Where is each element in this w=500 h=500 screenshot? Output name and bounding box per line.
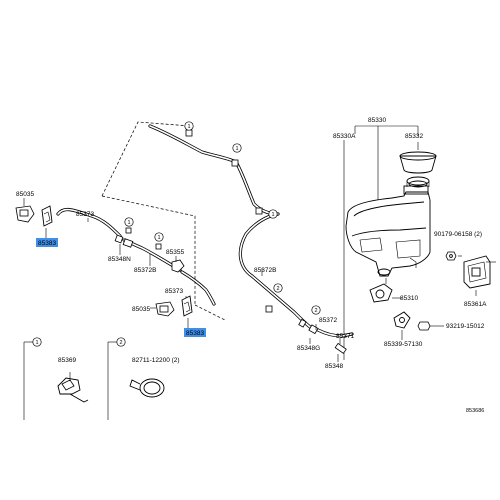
- part-labels: 85330 85330A 85332 85035 85383 85373 853…: [16, 117, 487, 414]
- label-85339: 85339-57130: [384, 341, 423, 348]
- bracket-85361A[interactable]: [463, 255, 496, 289]
- legend-separators: [23, 341, 117, 420]
- label-85035-top: 85035: [16, 191, 34, 198]
- grommet-85339[interactable]: [393, 311, 411, 329]
- label-85035-mid: 85035: [132, 306, 150, 313]
- hose-85372B-long[interactable]: [148, 124, 316, 332]
- joint-85348N[interactable]: [114, 234, 134, 248]
- diagram-code: 853686: [466, 408, 484, 414]
- reservoir-bracket: [343, 125, 419, 360]
- label-85348N: 85348N: [108, 256, 131, 263]
- routing-dashed-line: [101, 121, 226, 321]
- label-85383-mid: 85383: [186, 330, 204, 337]
- label-85348G: 85348G: [297, 345, 320, 352]
- svg-text:1: 1: [187, 124, 190, 130]
- hose-85373-top[interactable]: [56, 207, 122, 238]
- leader-lines: [23, 198, 477, 380]
- label-85372B-left: 85372B: [134, 267, 156, 274]
- svg-text:1: 1: [35, 340, 38, 346]
- highlight-85383-mid: [184, 328, 206, 337]
- svg-text:2: 2: [119, 340, 122, 346]
- highlight-85383-top: [36, 238, 58, 247]
- svg-text:1: 1: [157, 235, 160, 241]
- nut-90179[interactable]: [445, 251, 462, 261]
- hose-85373-mid[interactable]: [180, 270, 216, 306]
- label-85361A: 85361A: [464, 301, 487, 308]
- svg-text:2: 2: [276, 286, 279, 292]
- svg-text:1: 1: [235, 146, 238, 152]
- label-85355: 85355: [166, 249, 184, 256]
- washer-nozzle-85035-mid[interactable]: [155, 301, 175, 317]
- label-82711: 82711-12200 (2): [132, 357, 180, 364]
- bracket-85369[interactable]: [57, 377, 89, 403]
- label-85371: 85371: [336, 333, 354, 340]
- svg-text:2: 2: [314, 308, 317, 314]
- label-85332: 85332: [405, 133, 423, 140]
- joint-85348G[interactable]: [298, 318, 319, 335]
- label-85372B-right: 85372B: [254, 267, 276, 274]
- washer-reservoir-85330[interactable]: [345, 185, 431, 277]
- svg-text:1: 1: [127, 220, 130, 226]
- hose-85372B-left[interactable]: [122, 238, 182, 272]
- washer-pump-85310[interactable]: [369, 278, 393, 303]
- joint-85348[interactable]: [334, 342, 347, 354]
- label-90179: 90179-06158 (2): [434, 231, 482, 238]
- reservoir-cap-85332[interactable]: [399, 151, 437, 188]
- callout-2-markers: 2 2 2: [116, 283, 321, 347]
- svg-text:1: 1: [271, 212, 274, 218]
- bolt-93219[interactable]: [417, 321, 444, 331]
- label-85383-top: 85383: [38, 240, 56, 247]
- label-85373-top: 85373: [76, 211, 94, 218]
- label-85372: 85372: [319, 317, 337, 324]
- seal-85383-top[interactable]: [41, 205, 53, 227]
- label-85348: 85348: [325, 363, 343, 370]
- label-93219: 93219-15012: [446, 323, 485, 330]
- seal-85383-mid[interactable]: [181, 295, 193, 317]
- label-85373-mid: 85373: [165, 288, 183, 295]
- label-85310: 85310: [400, 295, 418, 302]
- clip-85355[interactable]: [171, 259, 185, 273]
- label-85330A: 85330A: [333, 133, 356, 140]
- callout-1-markers: 1 1 1 1 1 1: [32, 121, 278, 347]
- label-85369: 85369: [58, 357, 76, 364]
- hose-85371[interactable]: [316, 328, 354, 338]
- hose-clamp-82711[interactable]: [129, 378, 165, 398]
- clamp-clips: [125, 129, 273, 313]
- label-85330: 85330: [368, 117, 386, 124]
- washer-nozzle-85035-top[interactable]: [15, 205, 35, 223]
